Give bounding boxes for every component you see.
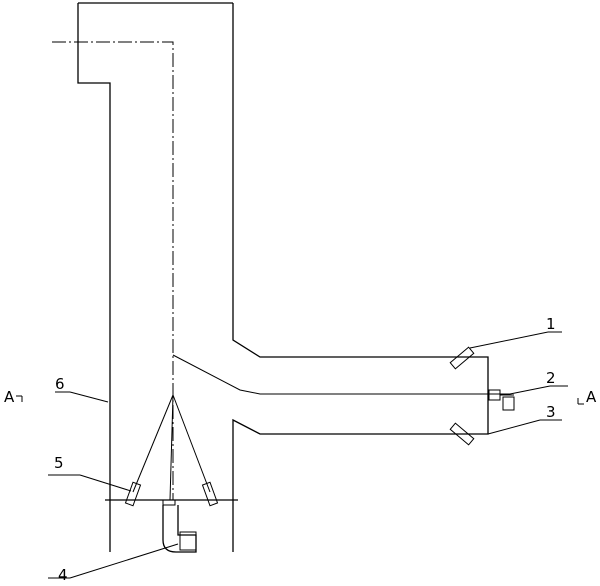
outer-shell: [77, 2, 489, 500]
end-burner-2: [488, 389, 515, 411]
label-3: 3: [546, 403, 556, 421]
base-plate: [105, 499, 238, 552]
nozzle-5-left: [124, 481, 142, 507]
label-6: 6: [55, 375, 65, 393]
bottom-feeder-4: [162, 499, 197, 553]
nozzle-5-right: [201, 481, 219, 507]
horizontal-duct: [172, 354, 510, 395]
section-label-right: A: [586, 388, 597, 406]
label-4: 4: [58, 566, 68, 584]
center-line: [52, 41, 174, 500]
nozzle-3: [449, 422, 475, 446]
section-marker-left: [16, 395, 23, 402]
section-marker-right: [577, 398, 584, 405]
spray-cone: [132, 394, 211, 501]
label-1: 1: [546, 315, 556, 333]
label-2: 2: [546, 369, 556, 387]
nozzle-1: [449, 346, 475, 370]
section-label-left: A: [4, 388, 15, 406]
leader-lines: [48, 331, 568, 579]
label-5: 5: [54, 454, 64, 472]
